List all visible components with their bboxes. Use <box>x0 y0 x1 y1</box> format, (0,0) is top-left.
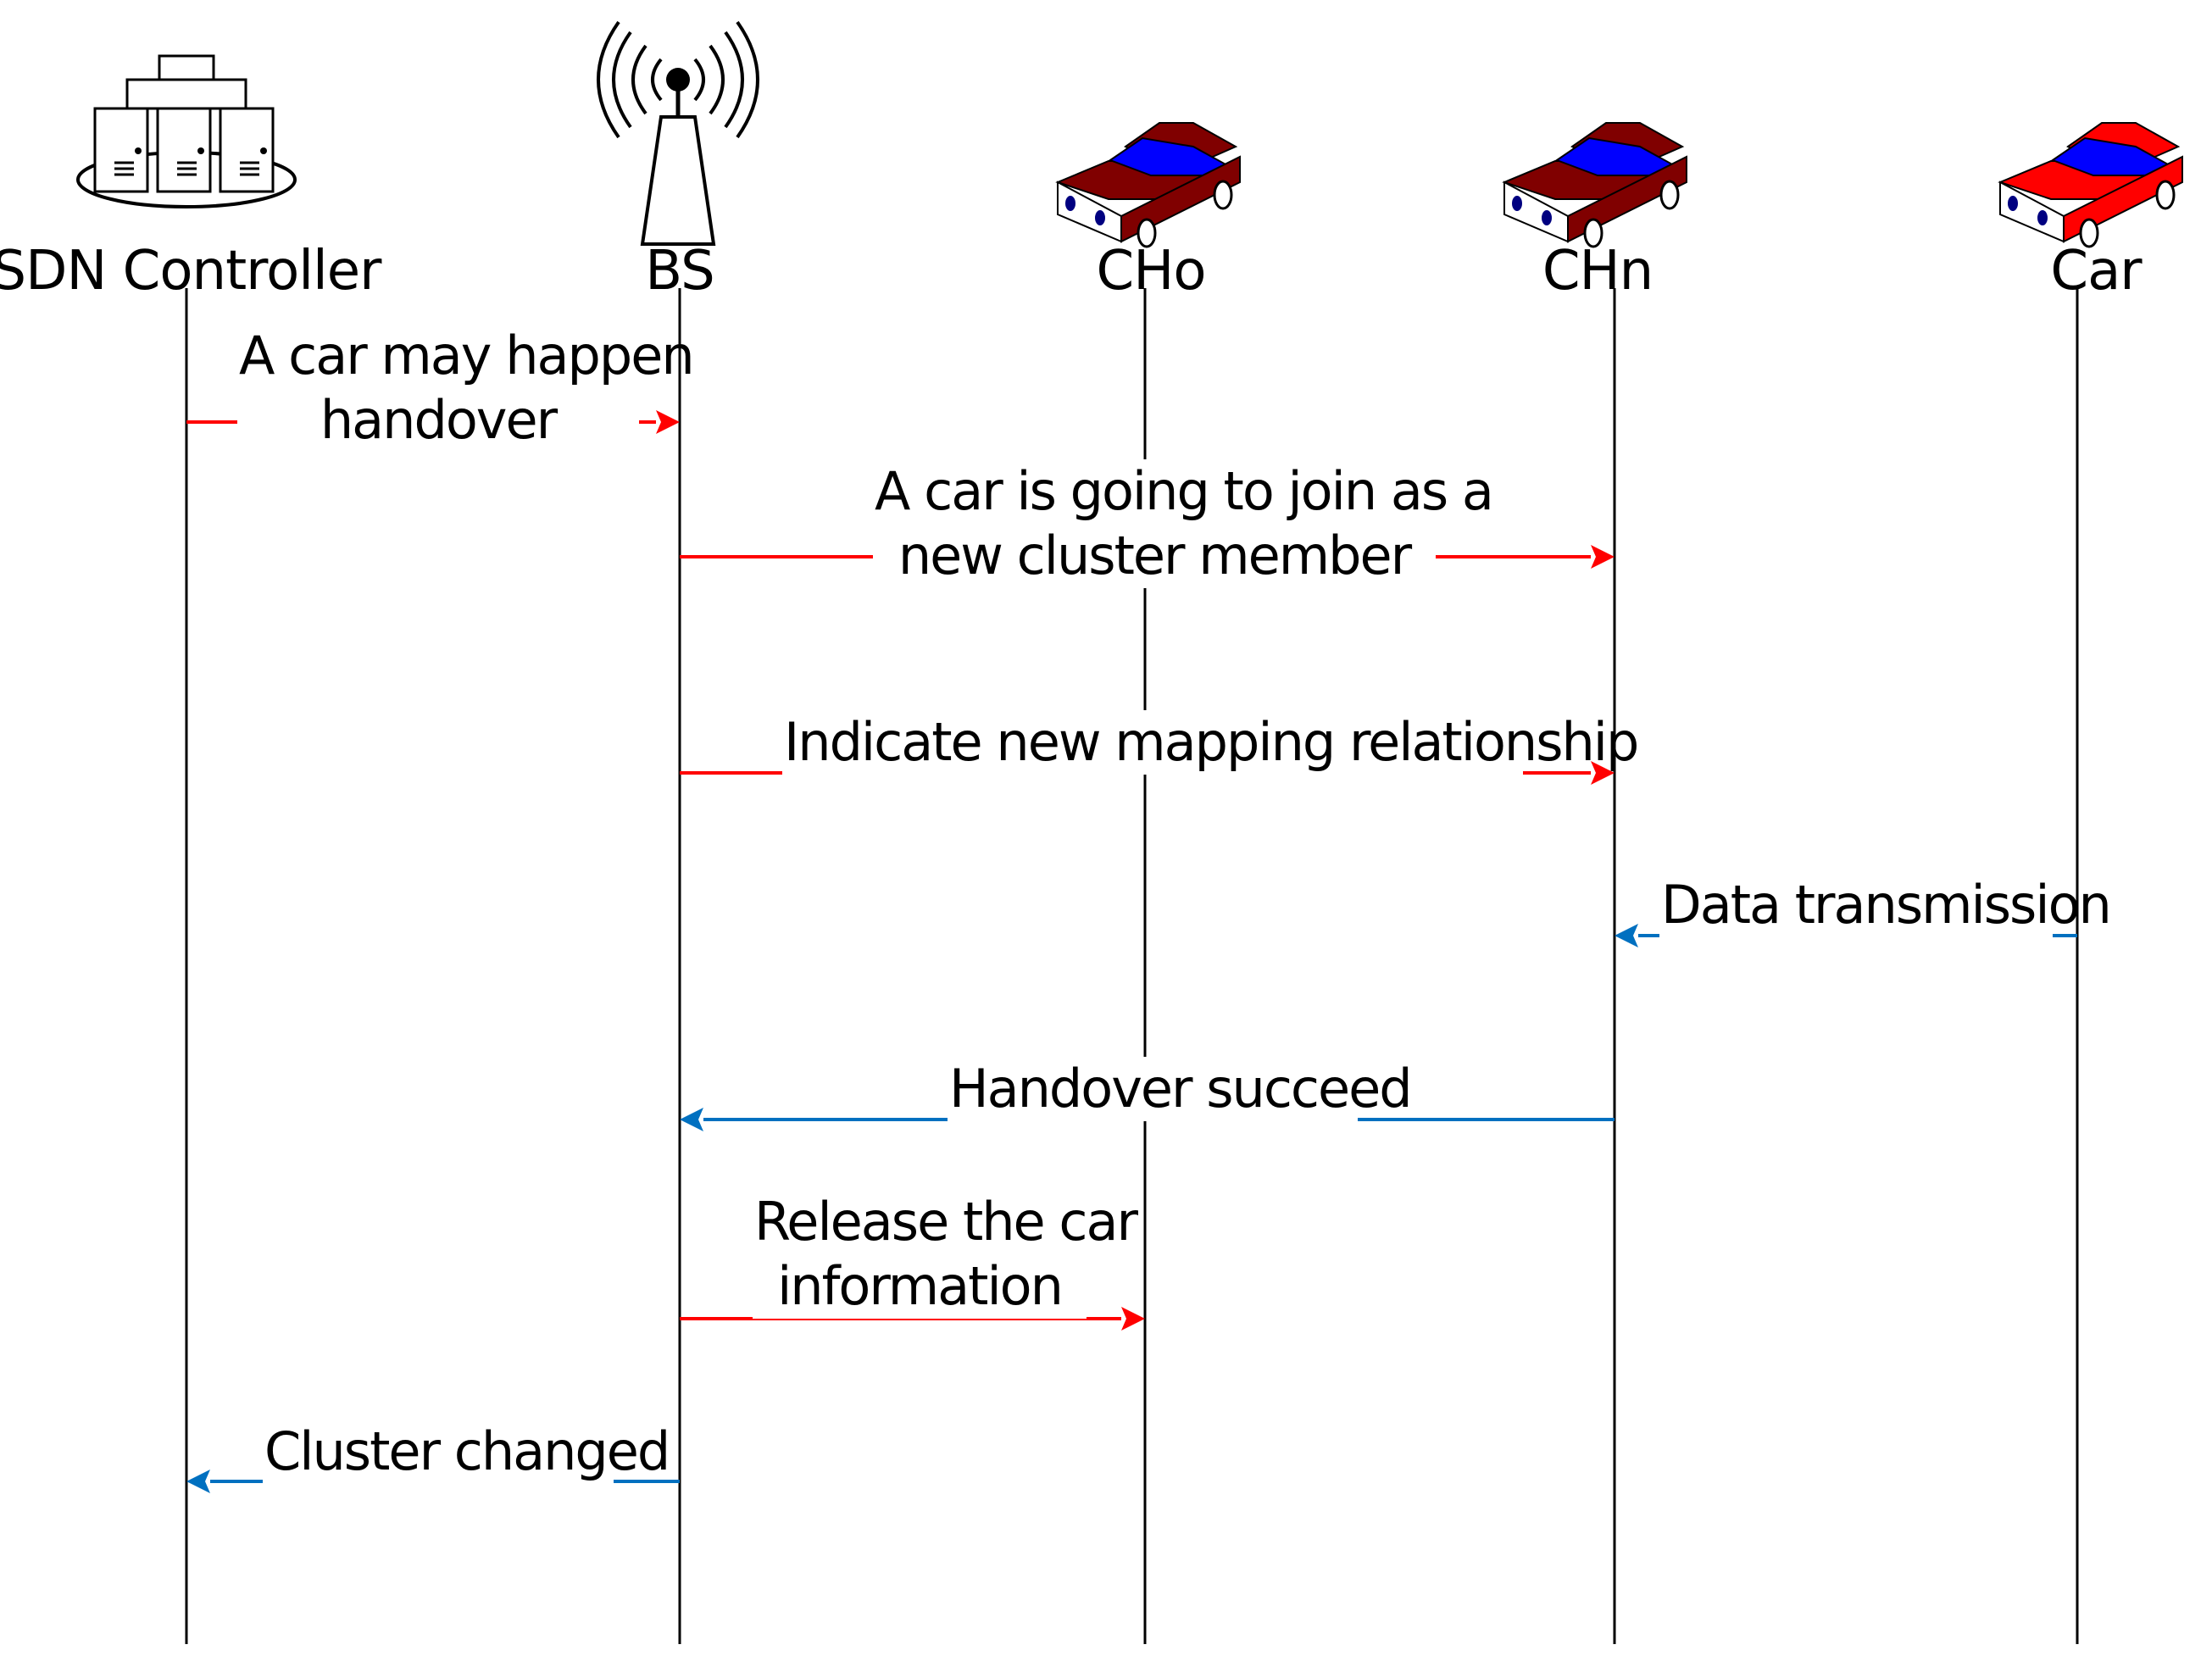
message-label: Data transmission <box>1659 873 2112 937</box>
message-arrowhead <box>680 1108 703 1131</box>
actor-label-chn: CHn <box>1542 240 1653 303</box>
car-icon <box>1055 122 1241 248</box>
actor-label-cho: CHo <box>1096 240 1207 303</box>
actor-label-sdn-controller: SDN Controller <box>0 240 381 303</box>
actor-label-car: Car <box>2050 240 2142 303</box>
message-arrowhead <box>1591 761 1615 785</box>
message-arrowhead <box>186 1470 210 1493</box>
message-label: Indicate new mapping relationship <box>782 710 1639 775</box>
actor-label-bs: BS <box>645 240 714 303</box>
server-cluster-icon <box>76 54 297 208</box>
message-arrowhead <box>1615 924 1638 947</box>
message-label: Cluster changed <box>263 1420 670 1484</box>
message-arrowhead <box>1591 545 1615 569</box>
car-icon <box>1998 122 2183 248</box>
message-arrowhead <box>656 410 680 434</box>
car-icon <box>1502 122 1687 248</box>
antenna-tower-icon <box>597 20 759 246</box>
message-arrowhead <box>1121 1307 1145 1331</box>
message-label: Handover succeed <box>948 1057 1413 1121</box>
